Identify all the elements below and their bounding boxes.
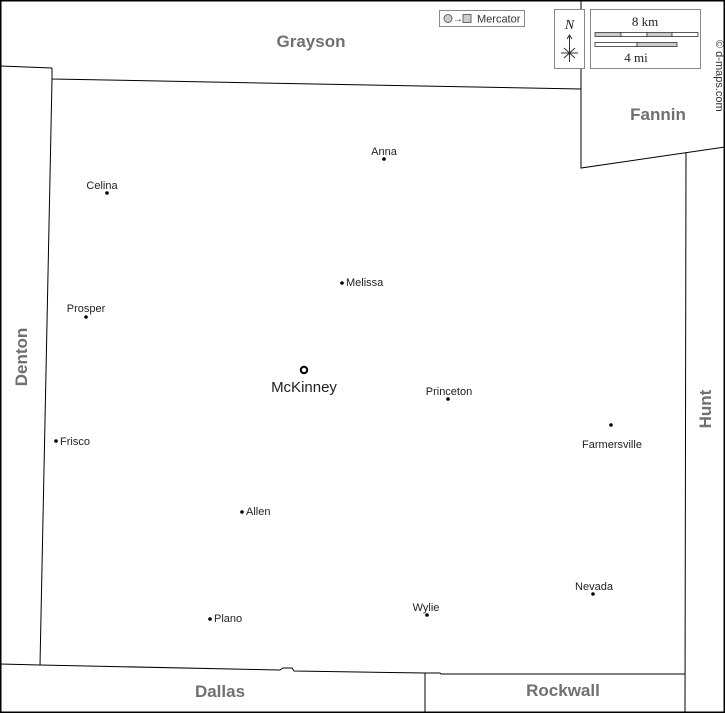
town-label: Plano <box>214 613 242 625</box>
town-dot-icon <box>340 281 344 285</box>
arrow-icon: → <box>453 14 463 25</box>
county-label-denton: Denton <box>12 328 31 387</box>
border-hunt <box>684 152 687 713</box>
compass: N <box>554 9 585 69</box>
town-label: Princeton <box>426 386 472 398</box>
town-label: Farmersville <box>582 439 642 451</box>
town-dot-icon <box>84 315 88 319</box>
square-icon <box>462 14 472 23</box>
county-label-rockwall: Rockwall <box>526 681 600 700</box>
compass-arrow-icon <box>561 34 578 62</box>
town-label: Wylie <box>413 602 440 614</box>
town-dot-icon <box>105 191 109 195</box>
county-label-grayson: Grayson <box>277 32 346 51</box>
town-label: Celina <box>86 180 118 192</box>
border-collin-denton <box>39 78 53 666</box>
county-seat-label: McKinney <box>271 379 337 396</box>
projection-label: Mercator <box>477 14 521 26</box>
town-dot-icon <box>54 439 58 443</box>
town-label: Nevada <box>575 581 614 593</box>
scale-km-label: 8 km <box>632 14 658 29</box>
border-denton-grayson <box>0 65 53 69</box>
town-label: Melissa <box>346 277 384 289</box>
town-dot-icon <box>208 617 212 621</box>
border-south <box>0 663 685 675</box>
circle-icon <box>443 14 453 23</box>
town-dot-icon <box>591 592 595 596</box>
town-label: Anna <box>371 146 398 158</box>
county-label-hunt: Hunt <box>696 389 715 428</box>
scale-mi-label: 4 mi <box>624 50 648 65</box>
town-dot-icon <box>382 157 386 161</box>
town-label: Frisco <box>60 436 90 448</box>
town-label: Allen <box>246 506 270 518</box>
credit-label: © d-maps.com <box>713 40 725 112</box>
town-label: Prosper <box>67 303 106 315</box>
town-dot-icon <box>425 613 429 617</box>
town-dot-icon <box>240 510 244 514</box>
projection-legend: → Mercator <box>439 10 525 27</box>
county-label-fannin: Fannin <box>630 105 686 124</box>
county-label-dallas: Dallas <box>195 682 245 701</box>
towns-layer: AnnaCelinaMelissaProsperPrincetonFarmers… <box>54 146 642 625</box>
north-label: N <box>564 18 575 33</box>
county-seat-marker-icon <box>299 365 309 375</box>
scale-bar: 8 km 4 mi <box>590 9 701 69</box>
town-dot-icon <box>446 397 450 401</box>
town-dot-icon <box>609 423 613 427</box>
